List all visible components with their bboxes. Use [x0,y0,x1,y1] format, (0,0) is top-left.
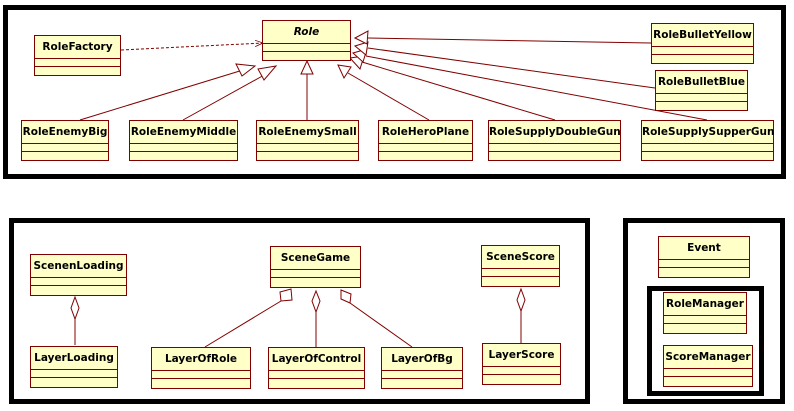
class-score-manager[interactable]: ScoreManager [663,345,753,387]
class-layer-loading[interactable]: LayerLoading [30,346,118,388]
scene-package-frame [9,218,590,404]
class-name: ScoreManager [664,346,752,369]
class-name: RoleSupplyDoubleGun [489,121,621,144]
generalization-arrowhead [337,64,352,80]
class-layer-of-control[interactable]: LayerOfControl [268,347,365,389]
class-name: LayerLoading [31,347,117,370]
aggregation-diamond [279,288,293,302]
class-name: Event [659,237,749,260]
class-name: RoleBulletBlue [656,71,747,94]
class-name: RoleEnemyMiddle [130,121,237,144]
manager-package-frame [623,218,785,404]
class-name: LayerScore [483,344,560,367]
class-role-manager[interactable]: RoleManager [663,292,747,334]
aggregation-diamond [340,289,352,304]
class-scene-loading[interactable]: ScenenLoading [30,254,127,296]
class-name: RoleHeroPlane [379,121,472,144]
class-role-supply-double-gun[interactable]: RoleSupplyDoubleGun [488,120,621,161]
generalization-line [365,55,708,121]
class-name: RoleEnemyBig [22,121,108,144]
class-event[interactable]: Event [658,236,750,278]
aggregation-diamond [516,287,526,313]
generalization-line [367,47,656,89]
class-scene-game[interactable]: SceneGame [270,246,361,288]
class-name: RoleManager [664,293,746,316]
class-layer-of-bg[interactable]: LayerOfBg [381,347,463,389]
generalization-line [361,61,556,121]
class-layer-of-role[interactable]: LayerOfRole [151,347,251,389]
class-name: LayerOfControl [269,348,364,371]
aggregation-line [204,300,282,348]
class-role-supply-supper-gun[interactable]: RoleSupplySupperGun [641,120,774,161]
class-name: RoleBulletYellow [652,24,753,47]
aggregation-diamond [70,295,80,321]
generalization-arrowhead [353,30,369,45]
aggregation-diamond [311,289,321,314]
class-name: Role [263,21,350,44]
manager-inner-frame [647,286,764,396]
class-role-bullet-yellow[interactable]: RoleBulletYellow [651,23,754,64]
generalization-line [347,72,430,121]
generalization-line [367,37,652,44]
generalization-arrowhead [353,41,369,56]
class-layer-score[interactable]: LayerScore [482,343,561,385]
class-role-enemy-big[interactable]: RoleEnemyBig [21,120,109,161]
role-package-frame [3,5,786,179]
class-name: RoleSupplySupperGun [642,121,774,144]
class-name: RoleFactory [35,36,120,59]
class-name: ScenenLoading [31,255,126,278]
class-name: SceneGame [271,247,360,270]
generalization-line [79,69,244,121]
generalization-arrowhead [235,63,257,77]
generalization-arrowhead [257,65,278,81]
generalization-line [182,73,267,121]
aggregation-line [349,302,413,348]
class-name: LayerOfBg [382,348,462,371]
dependency-arrow [120,43,263,51]
class-scene-score[interactable]: SceneScore [481,245,560,287]
class-role[interactable]: Role [262,20,351,61]
class-role-factory[interactable]: RoleFactory [34,35,121,76]
generalization-arrowhead [300,59,314,75]
class-role-enemy-small[interactable]: RoleEnemySmall [256,120,359,161]
class-role-hero-plane[interactable]: RoleHeroPlane [378,120,473,161]
class-role-enemy-middle[interactable]: RoleEnemyMiddle [129,120,238,161]
class-name: RoleEnemySmall [257,121,358,144]
class-name: LayerOfRole [152,348,250,371]
class-name: SceneScore [482,246,559,269]
class-role-bullet-blue[interactable]: RoleBulletBlue [655,70,748,111]
